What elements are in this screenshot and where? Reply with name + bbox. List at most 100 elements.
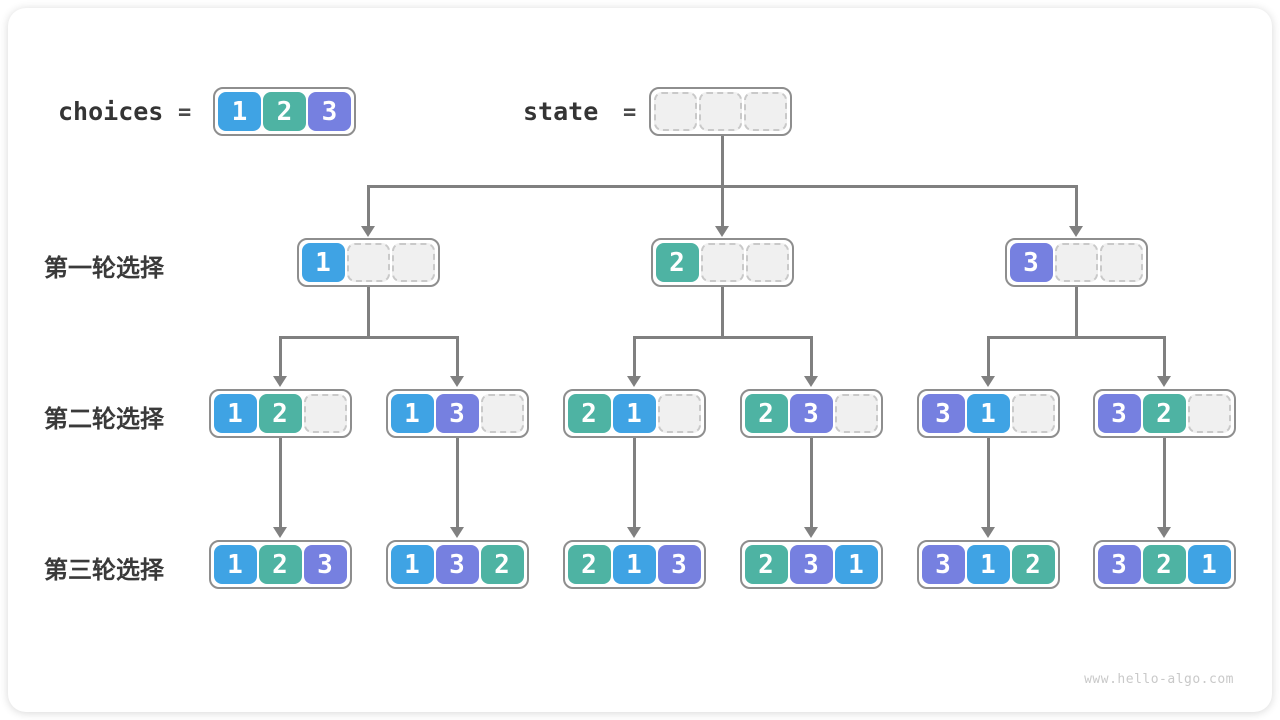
- connector-line: [1074, 287, 1078, 339]
- choice-cell-2: 2: [567, 394, 611, 433]
- connector-line: [809, 438, 813, 529]
- node-round1-1: 1: [296, 238, 440, 287]
- connector-line: [986, 335, 1166, 339]
- choice-cell-2: 2: [1142, 394, 1186, 433]
- node-round1-2: 2: [650, 238, 794, 287]
- choice-cell-1: 1: [218, 92, 261, 131]
- arrowhead-icon: [450, 376, 464, 387]
- connector-line: [278, 438, 282, 529]
- arrowhead-icon: [450, 527, 464, 538]
- choice-cell-1: 1: [966, 394, 1010, 433]
- choice-cell-3: 3: [789, 545, 833, 584]
- connector-line: [632, 337, 636, 378]
- empty-slot: [1187, 394, 1231, 433]
- node-round1-3: 3: [1004, 238, 1148, 287]
- choice-cell-2: 2: [1142, 545, 1186, 584]
- round-3-label: 第三轮选择: [44, 557, 164, 584]
- connector-line: [278, 335, 459, 339]
- arrowhead-icon: [804, 527, 818, 538]
- arrowhead-icon: [627, 527, 641, 538]
- choice-cell-2: 2: [258, 394, 302, 433]
- choice-cell-3: 3: [657, 545, 701, 584]
- empty-slot: [480, 394, 524, 433]
- connector-line: [455, 337, 459, 378]
- connector-line: [632, 438, 636, 529]
- choice-cell-2: 2: [1011, 545, 1055, 584]
- choice-cell-1: 1: [390, 394, 434, 433]
- choice-cell-3: 3: [921, 394, 965, 433]
- arrowhead-icon: [1069, 226, 1083, 237]
- choice-cell-3: 3: [308, 92, 351, 131]
- round-1-label: 第一轮选择: [44, 255, 164, 282]
- choice-cell-1: 1: [390, 545, 434, 584]
- choice-cell-3: 3: [303, 545, 347, 584]
- empty-slot: [700, 243, 744, 282]
- connector-line: [720, 186, 724, 228]
- connector-line: [366, 186, 370, 228]
- empty-slot: [303, 394, 347, 433]
- arrowhead-icon: [715, 226, 729, 237]
- empty-slot: [346, 243, 390, 282]
- choices-equals-sign: =: [178, 100, 192, 125]
- connector-line: [278, 337, 282, 378]
- state-equals-sign: =: [623, 100, 637, 125]
- arrowhead-icon: [627, 376, 641, 387]
- choice-cell-2: 2: [744, 545, 788, 584]
- empty-slot: [744, 92, 787, 131]
- choice-cell-1: 1: [213, 394, 257, 433]
- arrowhead-icon: [1157, 376, 1171, 387]
- choice-cell-2: 2: [263, 92, 306, 131]
- choice-cell-3: 3: [435, 545, 479, 584]
- choice-cell-2: 2: [567, 545, 611, 584]
- choice-cell-3: 3: [435, 394, 479, 433]
- connector-line: [720, 136, 724, 187]
- choice-cell-3: 3: [921, 545, 965, 584]
- empty-slot: [654, 92, 697, 131]
- arrowhead-icon: [1157, 527, 1171, 538]
- choice-cell-2: 2: [744, 394, 788, 433]
- arrowhead-icon: [361, 226, 375, 237]
- connector-line: [632, 335, 813, 339]
- state-array-box: [649, 87, 792, 136]
- choice-cell-1: 1: [612, 394, 656, 433]
- choice-cell-1: 1: [301, 243, 345, 282]
- arrowhead-icon: [273, 376, 287, 387]
- choice-cell-3: 3: [1097, 394, 1141, 433]
- empty-slot: [699, 92, 742, 131]
- empty-slot: [1011, 394, 1055, 433]
- empty-slot: [834, 394, 878, 433]
- empty-slot: [1054, 243, 1098, 282]
- empty-slot: [657, 394, 701, 433]
- connector-line: [986, 438, 990, 529]
- connector-line: [366, 287, 370, 339]
- choice-cell-3: 3: [1009, 243, 1053, 282]
- connector-line: [809, 337, 813, 378]
- arrowhead-icon: [981, 376, 995, 387]
- choice-cell-1: 1: [834, 545, 878, 584]
- choice-cell-3: 3: [1097, 545, 1141, 584]
- empty-slot: [745, 243, 789, 282]
- choice-cell-2: 2: [480, 545, 524, 584]
- arrowhead-icon: [804, 376, 818, 387]
- round-2-label: 第二轮选择: [44, 406, 164, 433]
- connector-line: [455, 438, 459, 529]
- choice-cell-2: 2: [258, 545, 302, 584]
- watermark: www.hello-algo.com: [1084, 672, 1234, 687]
- connector-line: [1074, 186, 1078, 228]
- empty-slot: [391, 243, 435, 282]
